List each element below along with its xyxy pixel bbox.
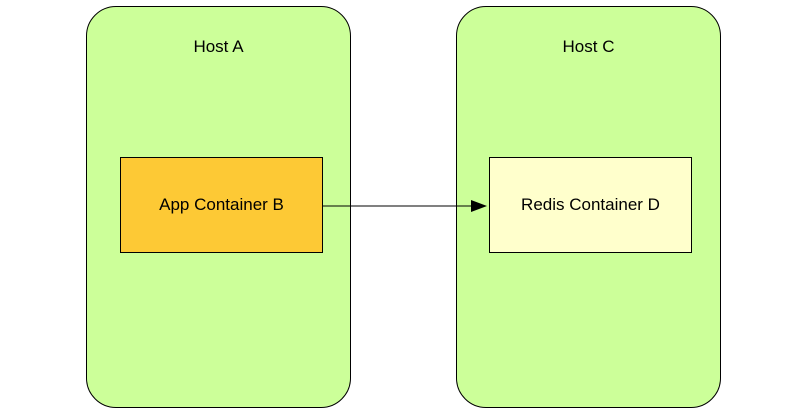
host-a-label: Host A [193, 37, 244, 56]
host-c-label: Host C [562, 37, 615, 56]
app-container-b-label: App Container B [159, 195, 284, 214]
arrowhead-icon [471, 200, 487, 212]
redis-container-d-node: Redis Container D [489, 157, 692, 253]
app-container-b-node: App Container B [120, 157, 323, 253]
redis-container-d-label: Redis Container D [521, 195, 660, 214]
